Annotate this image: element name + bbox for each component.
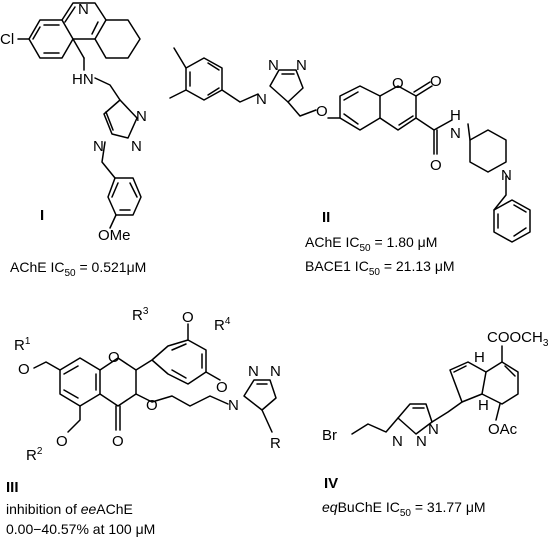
compound-ii-o-carbonyl: O [430,73,442,90]
compound-iv-h1: H [474,349,485,366]
compound-ii-activity-bace1: BACE1 IC50 = 21.13 μM [305,258,455,278]
compound-ii-structure [169,47,531,243]
compound-iv-n3: N [428,421,439,438]
compound-iv-structure [351,345,519,435]
compound-iii-activity-line1: inhibition of eeAChE [6,501,133,517]
compound-iv-br: Br [322,427,337,444]
compound-iii-r4: R4 [214,316,231,334]
compound-i-n3: N [136,108,147,125]
compound-iii-r3: R3 [132,306,149,324]
compound-iii-r: R [270,435,281,452]
compound-iii-o-keto: O [112,433,124,450]
compound-ii-activity-ache: AChE IC50 = 1.80 μM [305,234,437,254]
compound-ii-h: H [450,107,461,124]
compound-iii-n1: N [228,397,239,414]
compound-ii-n-amide: N [450,125,461,142]
compound-ii-n-piperidine: N [501,167,512,184]
compound-i-n2: N [131,138,142,155]
compound-i-hn: HN [72,71,94,88]
compound-i-n-ring: N [78,1,89,18]
compound-ii-o-ether: O [316,103,328,120]
compound-ii-o-ring: O [392,75,404,92]
compound-iii-o2: O [56,433,68,450]
compound-iii-numeral: III [6,479,19,496]
compound-iii-o-link: O [146,397,158,414]
compound-iii-o-ring: O [108,349,120,366]
compound-iv-h2: H [478,397,489,414]
compound-iii-o3: O [182,309,194,326]
compound-iii-activity-line2: 0.00−40.57% at 100 μM [6,521,155,537]
compound-i-structure [17,2,142,229]
compound-ii-n2: N [268,57,279,74]
compound-i-cl: Cl [0,31,14,48]
compound-iii-o1: O [18,361,30,378]
compound-ii-numeral: II [322,209,330,226]
compound-i-numeral: I [40,207,44,224]
compound-ii-o-amide: O [430,157,442,174]
compound-iv-activity: eqBuChE IC50 = 31.77 μM [322,499,486,519]
compound-iv-numeral: IV [324,475,338,492]
compound-i-ome: OMe [98,227,131,244]
compound-iv-oac: OAc [488,421,518,438]
compound-iii-structure [33,323,277,433]
compound-iii-n3: N [270,363,281,380]
compound-ii-n1: N [256,91,267,108]
compound-iii-r1: R1 [14,336,31,354]
compound-iv-n2: N [416,433,427,450]
compound-iii-o4: O [216,379,228,396]
compound-iv-cooch3: COOCH3 [487,329,549,349]
compound-iii-r2: R2 [26,446,43,464]
compound-iii-n2: N [248,363,259,380]
compound-ii-n3: N [296,57,307,74]
compound-iv-n1: N [392,433,403,450]
compound-i-activity: AChE IC50 = 0.521μM [10,259,146,279]
compound-i-n1: N [93,138,104,155]
